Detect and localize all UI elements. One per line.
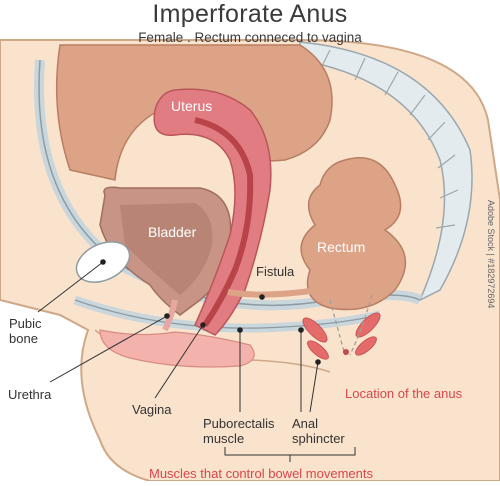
fistula-tract [227,287,319,298]
vulva [99,329,255,368]
page-title: Imperforate Anus [152,0,348,28]
fistula-label: Fistula [256,264,295,279]
watermark-text: Adobe Stock | #182972694 [486,200,496,309]
leader-lines [37,261,356,462]
bladder-label: Bladder [148,224,197,240]
watermark: Adobe Stock | #182972694 [484,200,500,480]
rectum-label: Rectum [317,239,366,255]
urethra-label: Urethra [8,387,52,402]
anus-location-marker [343,349,349,355]
vaginal-canal [194,117,254,327]
vertebrae-lines [319,49,459,229]
anus-location-label: Location of the anus [345,386,463,401]
leader-dots [100,259,321,365]
anal-sphincter-muscles [302,312,381,360]
pubic-bone-label: Pubic bone [9,316,42,346]
urethra-channel [162,299,178,332]
vagina-label: Vagina [132,402,172,417]
sacrum [299,41,473,302]
uterus-label: Uterus [171,98,213,114]
rectum-shape [300,157,407,311]
anal-sphincter-label: Anal sphincter [292,416,345,446]
puborectalis-label: Puborectalis muscle [203,416,275,446]
bladder-inner [120,203,213,295]
page-subtitle: Female . Rectum conneced to vagina [138,30,362,45]
bowel-muscles-label: Muscles that control bowel movements [149,466,373,481]
